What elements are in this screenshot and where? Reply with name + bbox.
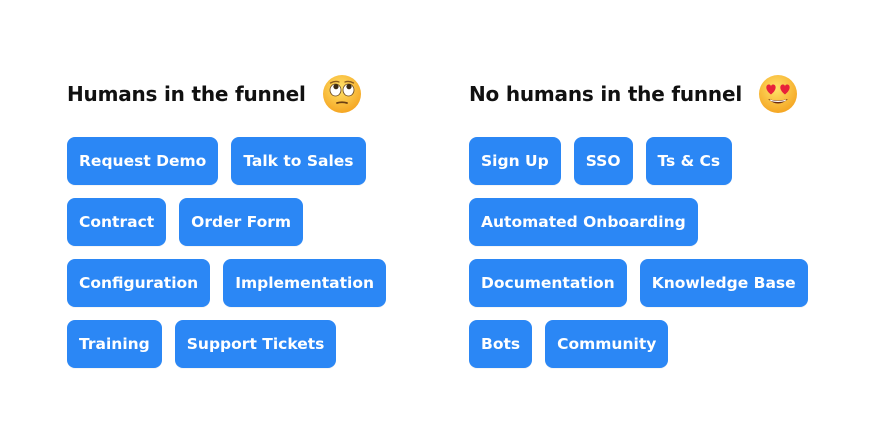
chip-order-form: Order Form [179,198,304,246]
chip-row: Contract Order Form [67,198,386,246]
humans-chip-rows: Request Demo Talk to Sales Contract Orde… [67,137,386,368]
chip-sign-up: Sign Up [469,137,561,185]
no-humans-chip-rows: Sign Up SSO Ts & Cs Automated Onboarding… [469,137,808,368]
no-humans-heading-row: No humans in the funnel [469,70,808,118]
humans-column: Humans in the funnel [67,70,386,368]
chip-configuration: Configuration [67,259,211,307]
humans-heading-row: Humans in the funnel [67,70,386,118]
chip-support-tickets: Support Tickets [174,320,337,368]
no-humans-heading: No humans in the funnel [469,82,742,106]
heart-eyes-emoji-icon [758,74,798,114]
chip-automated-onboarding: Automated Onboarding [469,198,698,246]
chip-contract: Contract [67,198,167,246]
chip-knowledge-base: Knowledge Base [639,259,808,307]
chip-row: Bots Community [469,320,808,368]
chip-row: Documentation Knowledge Base [469,259,808,307]
chip-talk-to-sales: Talk to Sales [231,137,366,185]
chip-row: Configuration Implementation [67,259,386,307]
chip-training: Training [67,320,162,368]
chip-sso: SSO [573,137,633,185]
chip-bots: Bots [469,320,533,368]
chip-row: Sign Up SSO Ts & Cs [469,137,808,185]
eye-roll-emoji-icon [322,74,362,114]
chip-implementation: Implementation [223,259,386,307]
chip-row: Request Demo Talk to Sales [67,137,386,185]
no-humans-column: No humans in the funnel [469,70,808,368]
chip-row: Automated Onboarding [469,198,808,246]
chip-documentation: Documentation [469,259,627,307]
chip-request-demo: Request Demo [67,137,219,185]
chip-ts-and-cs: Ts & Cs [645,137,733,185]
chip-community: Community [545,320,669,368]
humans-heading: Humans in the funnel [67,82,306,106]
chip-row: Training Support Tickets [67,320,386,368]
